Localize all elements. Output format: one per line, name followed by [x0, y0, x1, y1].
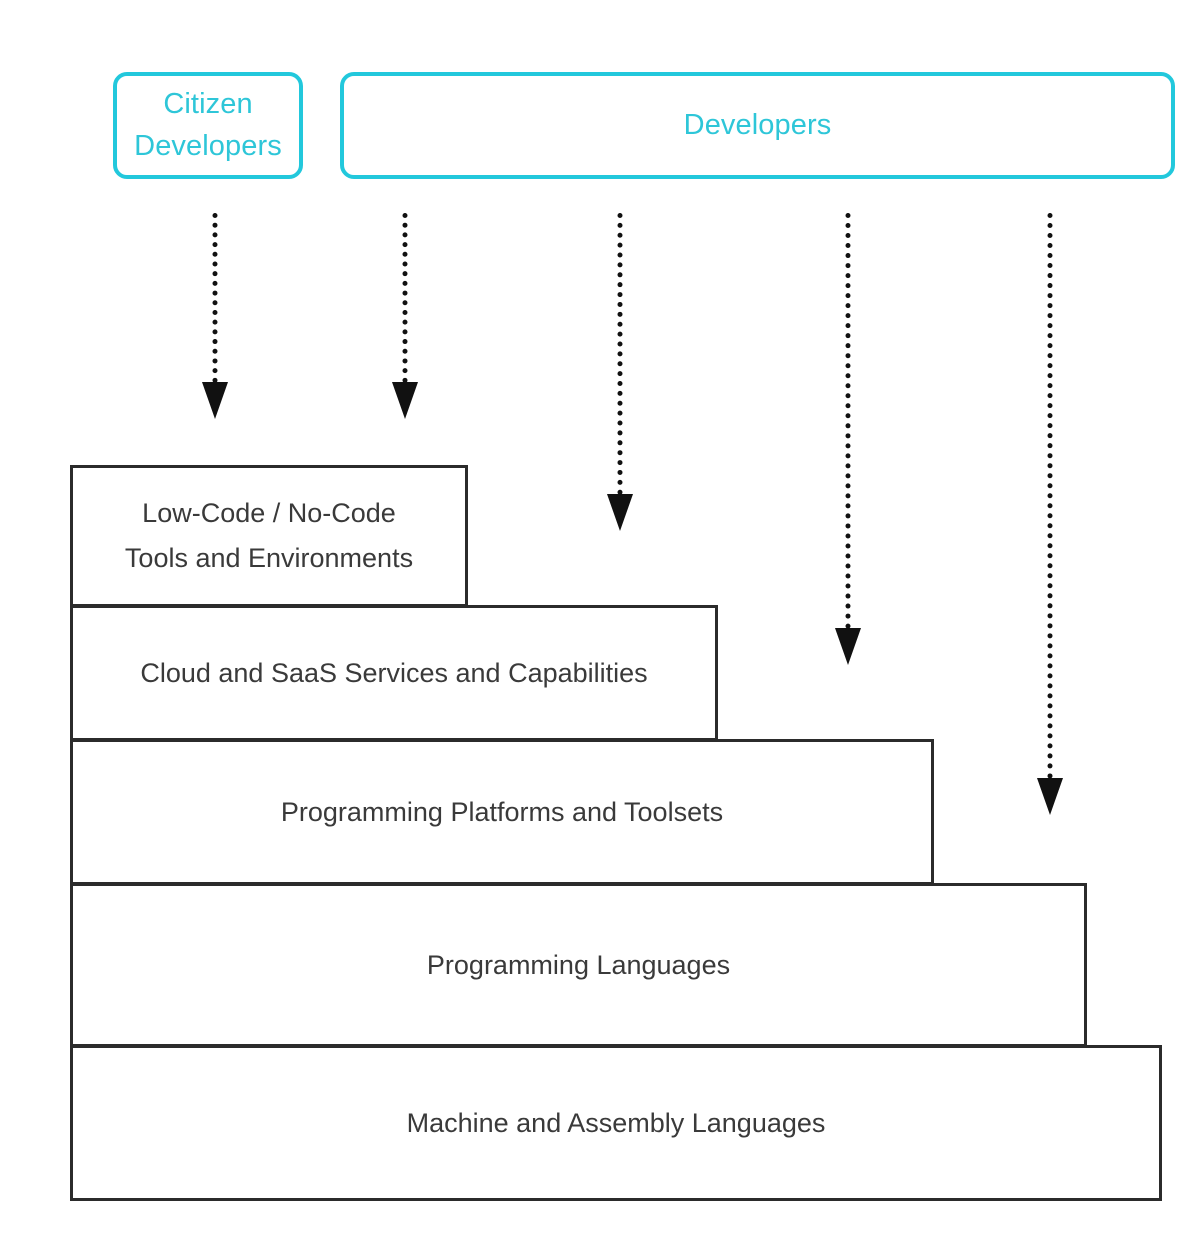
- arrow-stem: [617, 213, 623, 495]
- actor-box-developers[interactable]: Developers: [340, 72, 1175, 179]
- layer-label-machine-assembly: Machine and Assembly Languages: [406, 1107, 826, 1138]
- layer-box-programming-languages[interactable]: Programming Languages: [70, 883, 1087, 1047]
- actor-box-citizen-developers[interactable]: Citizen Developers: [113, 72, 303, 179]
- actor-label-citizen-developers: Citizen Developers: [134, 88, 282, 162]
- layer-label-programming-languages: Programming Languages: [426, 949, 731, 980]
- arrowhead-icon: [835, 628, 861, 665]
- layer-box-cloud-saas[interactable]: Cloud and SaaS Services and Capabilities: [70, 605, 718, 741]
- arrow-developers-to-platforms: [834, 213, 862, 665]
- layer-box-programming-platforms[interactable]: Programming Platforms and Toolsets: [70, 739, 934, 885]
- arrow-stem: [402, 213, 408, 383]
- arrow-stem: [1047, 213, 1053, 779]
- arrow-stem: [212, 213, 218, 383]
- layer-box-machine-assembly[interactable]: Machine and Assembly Languages: [70, 1045, 1162, 1201]
- arrow-developers-to-cloud-saas: [606, 213, 634, 531]
- layer-label-cloud-saas: Cloud and SaaS Services and Capabilities: [140, 657, 648, 688]
- arrowhead-icon: [607, 494, 633, 531]
- layer-label-low-code-no-code: Low-Code / No-Code Tools and Environment…: [124, 498, 414, 573]
- arrowhead-icon: [1037, 778, 1063, 815]
- layer-label-programming-platforms: Programming Platforms and Toolsets: [280, 796, 724, 827]
- arrow-developers-to-lowcode: [391, 213, 419, 419]
- arrowhead-icon: [202, 382, 228, 419]
- arrow-citizen-to-lowcode: [201, 213, 229, 419]
- arrowhead-icon: [392, 382, 418, 419]
- actor-label-developers: Developers: [683, 108, 832, 141]
- arrow-stem: [845, 213, 851, 629]
- arrow-developers-to-languages: [1036, 213, 1064, 815]
- layer-box-low-code-no-code[interactable]: Low-Code / No-Code Tools and Environment…: [70, 465, 468, 607]
